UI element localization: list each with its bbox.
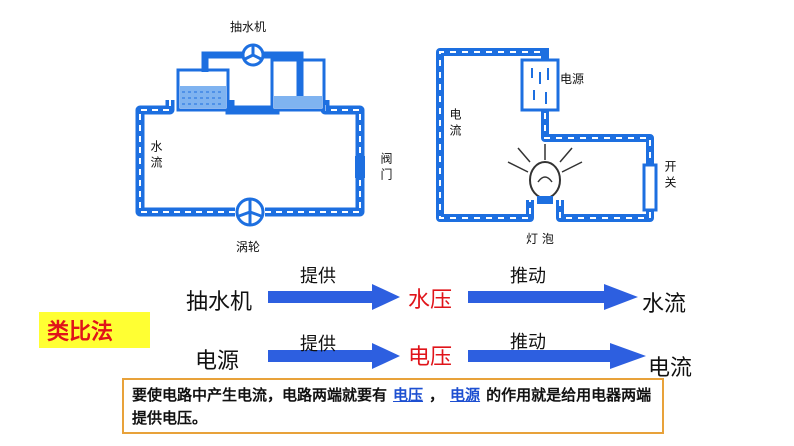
row1-middle: 水压 [408, 288, 453, 313]
blank-voltage: 电压 [393, 386, 424, 404]
note-separator: ， [429, 386, 445, 404]
current-label: 电流 [448, 108, 462, 140]
electric-circuit [436, 48, 658, 222]
row2-start: 电源 [195, 349, 240, 374]
note-text-1: 要使电路中产生电流，电路两端就要有 [132, 386, 388, 404]
battery-icon [520, 58, 560, 112]
row1-end: 水流 [642, 292, 687, 317]
pump-label: 抽水机 [230, 20, 267, 34]
valve-icon [355, 156, 365, 178]
turbine-icon [235, 197, 265, 227]
water-circuit [135, 43, 365, 227]
row2-end: 电流 [648, 356, 693, 381]
arrow-row2-b [468, 343, 646, 369]
bulb-icon [507, 144, 583, 204]
source-label: 电源 [560, 72, 585, 86]
pump-icon [241, 43, 265, 67]
arrow-row2-a [268, 343, 400, 369]
blank-source: 电源 [450, 386, 481, 404]
row1-start: 抽水机 [186, 290, 253, 315]
arrow-row1-b [468, 284, 638, 310]
valve-label: 阀门 [379, 152, 393, 184]
row1-verb1: 提供 [300, 266, 336, 287]
row2-verb2: 推动 [510, 332, 546, 353]
row2-middle: 电压 [408, 345, 453, 370]
row2-verb1: 提供 [300, 334, 336, 355]
switch-label: 开关 [663, 160, 677, 192]
row1-verb2: 推动 [510, 266, 546, 287]
arrow-row1-a [268, 284, 400, 310]
water-flow-label: 水流 [149, 140, 163, 172]
bulb-label: 灯 泡 [526, 232, 554, 246]
conclusion-note: 要使电路中产生电流，电路两端就要有电压 ， 电源的作用就是给用电器两端提供电压。 [122, 378, 664, 434]
method-label: 类比法 [39, 312, 150, 348]
switch-icon [642, 163, 658, 212]
water-pipe [135, 100, 365, 217]
analogy-arrows [268, 284, 646, 369]
turbine-label: 涡轮 [236, 240, 261, 254]
note-text-2: 的作用就是给用电器两端提供电压。 [132, 386, 652, 427]
